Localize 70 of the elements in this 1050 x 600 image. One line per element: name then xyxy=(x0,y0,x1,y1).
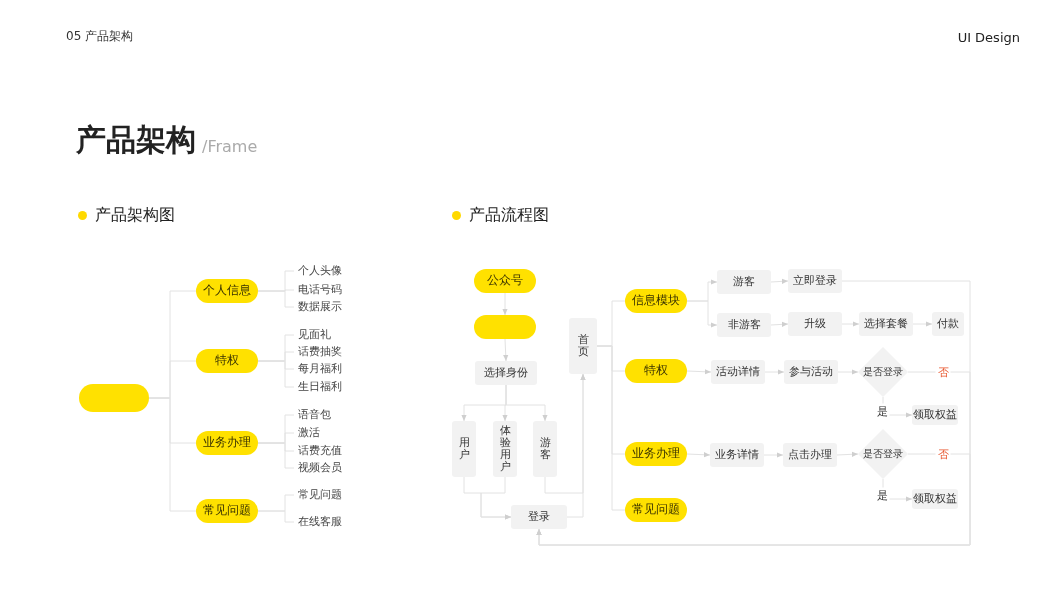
connector xyxy=(686,300,718,328)
connector xyxy=(770,278,789,284)
leaf-text: 电话号码 xyxy=(298,282,346,298)
process-box: 升级 xyxy=(788,312,842,336)
process-box: 首页 xyxy=(569,318,597,374)
pill-node: 特权 xyxy=(625,359,687,383)
connector xyxy=(502,292,508,316)
pill-node: 业务办理 xyxy=(196,431,258,455)
leaf-text: 视频会员 xyxy=(298,460,346,476)
connector xyxy=(566,373,586,518)
leaf-text: 见面礼 xyxy=(298,327,346,343)
connector xyxy=(686,369,712,375)
process-box: 用户 xyxy=(452,421,476,477)
section-heading: 产品架构图 xyxy=(95,205,175,226)
leaf-text: 语音包 xyxy=(298,407,346,423)
connector xyxy=(912,321,933,327)
decision-diamond: 是否登录 xyxy=(858,429,908,479)
pill-node xyxy=(474,315,536,339)
edge-label: 否 xyxy=(935,364,951,380)
section-heading: 产品流程图 xyxy=(469,205,549,226)
pill-node xyxy=(79,384,149,412)
pill-node: 常见问题 xyxy=(625,498,687,522)
process-box: 参与活动 xyxy=(784,360,838,384)
leaf-text: 话费抽奖 xyxy=(298,344,346,360)
process-box: 业务详情 xyxy=(710,443,764,467)
process-box: 登录 xyxy=(511,505,567,529)
pill-node: 业务办理 xyxy=(625,442,687,466)
connector xyxy=(480,476,512,520)
leaf-text: 在线客服 xyxy=(298,514,346,530)
connector xyxy=(770,321,789,327)
pill-node: 个人信息 xyxy=(196,279,258,303)
leaf-text: 话费充值 xyxy=(298,443,346,459)
leaf-text: 个人头像 xyxy=(298,263,346,279)
subtitle: /Frame xyxy=(202,137,258,156)
header-text: UI Design xyxy=(957,30,1020,45)
pill-node: 常见问题 xyxy=(196,499,258,523)
process-box: 选择套餐 xyxy=(859,312,913,336)
connector xyxy=(503,338,509,362)
process-box: 立即登录 xyxy=(788,269,842,293)
process-box: 游客 xyxy=(533,421,557,477)
section-crumb: 05 产品架构 xyxy=(66,28,134,45)
connector xyxy=(837,369,859,375)
process-box: 领取权益 xyxy=(912,405,958,425)
process-box: 体验用户 xyxy=(493,421,517,477)
pill-node: 特权 xyxy=(196,349,258,373)
edge-label: 否 xyxy=(935,446,951,462)
process-box: 点击办理 xyxy=(783,443,837,467)
decision-diamond: 是否登录 xyxy=(858,347,908,397)
connector xyxy=(686,452,711,458)
process-box: 活动详情 xyxy=(711,360,765,384)
edge-label: 是 xyxy=(874,487,890,503)
edge-label: 是 xyxy=(874,403,890,419)
pill-node: 信息模块 xyxy=(625,289,687,313)
leaf-text: 数据展示 xyxy=(298,299,346,315)
process-box: 非游客 xyxy=(717,313,771,337)
connector xyxy=(257,510,295,523)
pill-node: 公众号 xyxy=(474,269,536,293)
leaf-text: 生日福利 xyxy=(298,379,346,395)
connector xyxy=(764,369,785,375)
process-box: 付款 xyxy=(932,312,964,336)
connector xyxy=(836,451,859,457)
process-box: 选择身份 xyxy=(475,361,537,385)
connector xyxy=(763,452,784,458)
leaf-text: 常见问题 xyxy=(298,487,346,503)
page-title: 产品架构 xyxy=(76,121,196,159)
leaf-text: 激活 xyxy=(298,425,346,441)
process-box: 领取权益 xyxy=(912,489,958,509)
connector xyxy=(841,321,860,327)
process-box: 游客 xyxy=(717,270,771,294)
leaf-text: 每月福利 xyxy=(298,361,346,377)
